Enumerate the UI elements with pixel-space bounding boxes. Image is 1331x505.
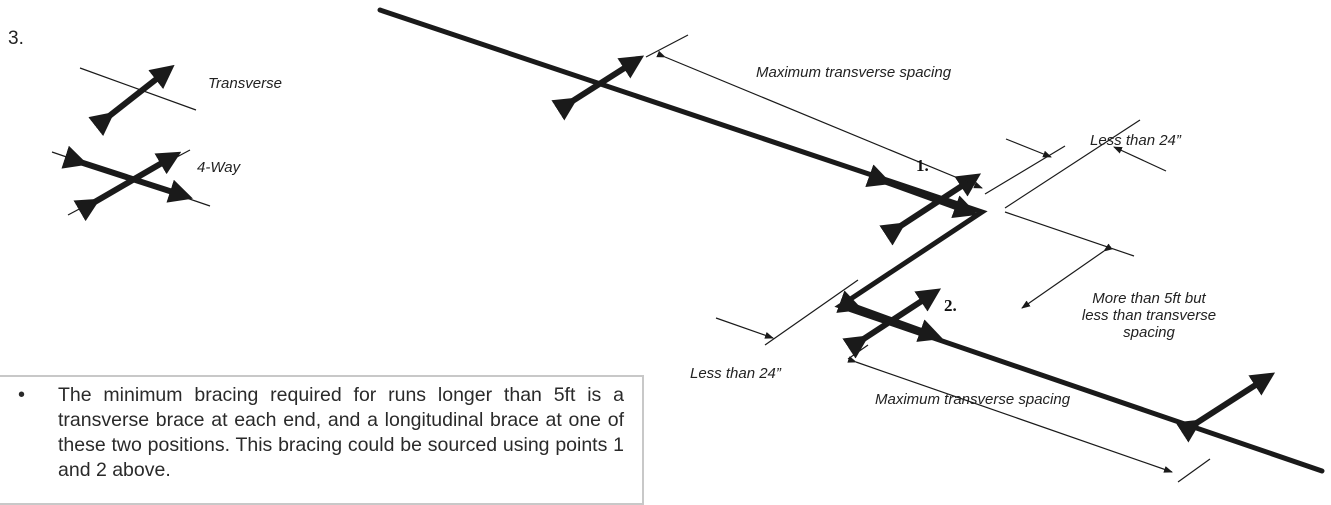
transverse-brace-upper: [551, 55, 645, 121]
note-list: • The minimum bracing required for runs …: [0, 377, 642, 483]
step-number: 3.: [8, 28, 24, 49]
point-2-label: 2.: [944, 296, 957, 315]
less-than-24-bottom-label: Less than 24”: [690, 365, 781, 382]
less-than-24-top-label: Less than 24”: [1090, 132, 1181, 149]
legend-transverse-symbol: [79, 64, 197, 137]
dimension-lines: [645, 34, 1211, 483]
point-1-label: 1.: [916, 156, 929, 175]
max-spacing-bottom-label: Maximum transverse spacing: [875, 391, 1071, 408]
more-than-5ft-line-2: less than transverse: [1081, 307, 1217, 324]
more-than-5ft-line-1: More than 5ft but: [1092, 290, 1206, 307]
transverse-brace-lower: [1175, 372, 1276, 443]
note-box: • The minimum bracing required for runs …: [0, 375, 644, 505]
bracing-diagram: [51, 7, 1325, 483]
legend-four-way-symbol: [51, 145, 211, 222]
legend-transverse-label: Transverse: [208, 75, 282, 92]
note-text: The minimum bracing required for runs lo…: [58, 384, 624, 481]
more-than-5ft-line-3: spacing: [1123, 324, 1175, 341]
bullet-icon: •: [18, 384, 26, 406]
brace-point-2: [836, 288, 943, 359]
legend-four-way-label: 4-Way: [197, 159, 241, 176]
more-than-5ft-label: More than 5ft but less than transverse s…: [1064, 290, 1234, 341]
note-item: • The minimum bracing required for runs …: [18, 377, 624, 483]
max-spacing-top-label: Maximum transverse spacing: [756, 64, 952, 81]
